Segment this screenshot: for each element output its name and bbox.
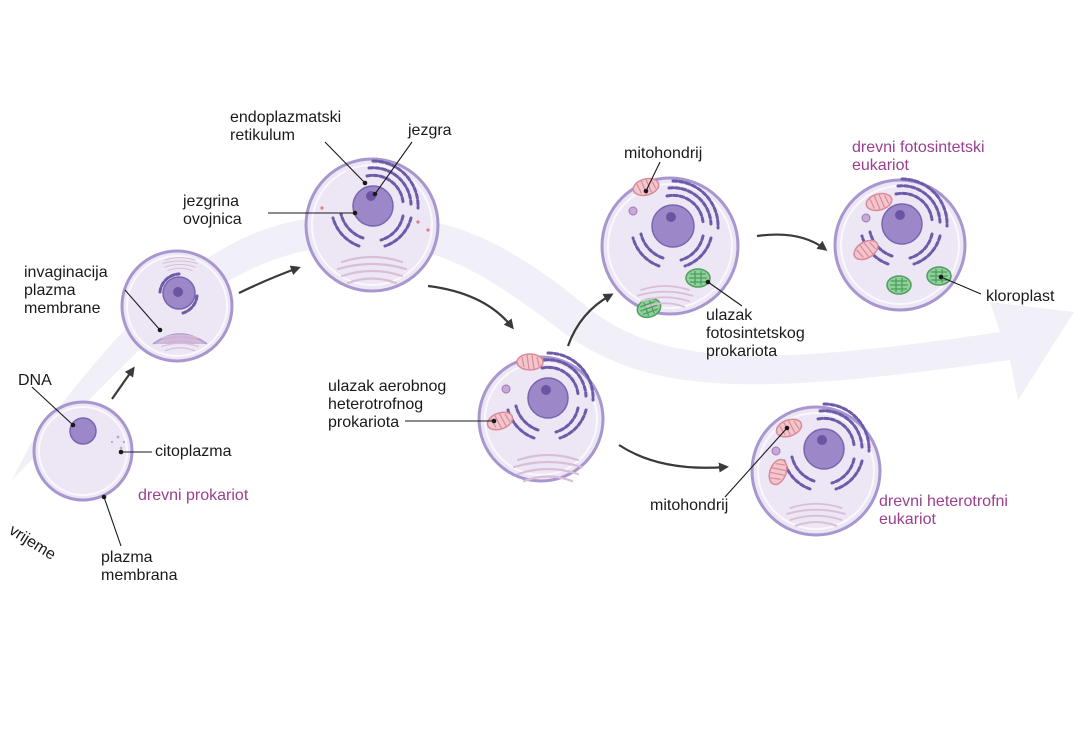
nucleus-icon	[651, 204, 695, 248]
label-ulazak-aerobnog-1: ulazak aerobnog	[328, 378, 446, 395]
nucleus-icon	[803, 428, 845, 470]
stage-label-prokariot: drevni prokariot	[138, 487, 249, 504]
label-citoplazma: citoplazma	[155, 443, 232, 460]
label-kloroplast: kloroplast	[986, 288, 1055, 305]
label-ulazak-aerobnog-2: heterotrofnog	[328, 396, 423, 413]
nucleus-icon	[881, 203, 923, 245]
stage-label-fotosintetski-2: eukariot	[852, 157, 909, 174]
label-jezgrina-2: ovojnica	[183, 211, 242, 228]
mitochondrion-icon	[516, 353, 544, 371]
cell-aerobic-entry	[477, 351, 605, 483]
label-plazma-membrana-2: membrana	[101, 567, 178, 584]
label-ulazak-foto-2: fotosintetskog	[706, 325, 805, 342]
label-dna: DNA	[18, 372, 52, 389]
flow-arrow-icon	[238, 265, 301, 294]
flow-arrow-icon	[566, 293, 614, 347]
label-invaginacija-2: plazma	[24, 282, 76, 299]
cell-icon	[32, 400, 134, 502]
label-ulazak-foto-3: prokariota	[706, 343, 777, 360]
chloroplast-icon	[685, 268, 711, 288]
cell-prokaryote	[32, 400, 134, 502]
cell-photosynthetic-entry	[600, 175, 740, 322]
flow-arrows	[111, 233, 828, 473]
stage-label-heterotrofni-1: drevni heterotrofni	[879, 493, 1008, 510]
flow-arrow-icon	[111, 366, 135, 400]
cell-heterotrophic-eukaryote	[750, 402, 882, 537]
cell-nucleus-er	[304, 157, 440, 293]
nucleus-icon	[69, 417, 97, 445]
nucleus-icon	[527, 377, 569, 419]
label-invaginacija-1: invaginacija	[24, 264, 108, 281]
label-endoplazmatski-1: endoplazmatski	[230, 109, 341, 126]
cell-icon	[750, 405, 882, 537]
label-ulazak-aerobnog-3: prokariota	[328, 414, 399, 431]
flow-arrow-icon	[618, 444, 729, 473]
leader-lines	[31, 141, 982, 547]
nucleus-icon	[352, 185, 394, 227]
label-jezgra: jezgra	[407, 122, 452, 139]
label-mitohondrij-top: mitohondrij	[624, 145, 702, 162]
cell-invagination	[120, 249, 234, 363]
stage-label-heterotrofni-2: eukariot	[879, 511, 936, 528]
flow-arrow-icon	[427, 284, 514, 330]
label-endoplazmatski-2: retikulum	[230, 127, 295, 144]
stage-label-fotosintetski-1: drevni fotosintetski	[852, 139, 985, 156]
time-axis-label: vrijeme	[6, 522, 59, 564]
cell-photosynthetic-eukaryote	[833, 177, 967, 312]
label-plazma-membrana-1: plazma	[101, 549, 153, 566]
flow-arrow-icon	[756, 233, 828, 251]
label-jezgrina-1: jezgrina	[182, 193, 239, 210]
endoplasmic-reticulum-icon	[158, 272, 181, 294]
label-ulazak-foto-1: ulazak	[706, 307, 753, 324]
label-mitohondrij-bottom: mitohondrij	[650, 497, 728, 514]
label-invaginacija-3: membrane	[24, 300, 101, 317]
chloroplast-icon	[886, 275, 912, 295]
